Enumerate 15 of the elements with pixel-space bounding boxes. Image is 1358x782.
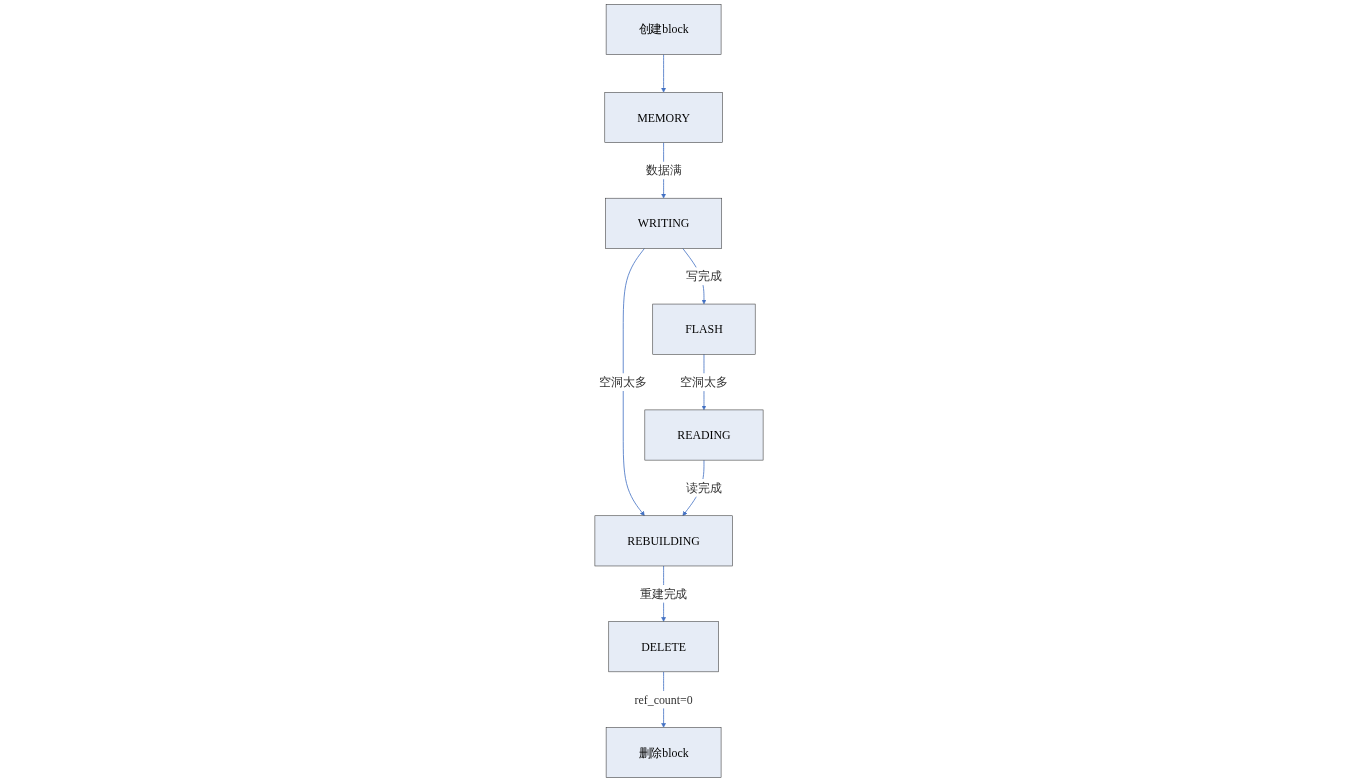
edge-label: 重建完成 bbox=[639, 587, 688, 601]
node-box: REBUILDING bbox=[594, 515, 733, 567]
edge-label: 空洞太多 bbox=[599, 375, 647, 389]
edge-label: 空洞太多 bbox=[680, 375, 728, 389]
node-box: READING bbox=[644, 409, 764, 461]
edge-label: 读完成 bbox=[686, 481, 722, 495]
node-box: WRITING bbox=[605, 197, 722, 249]
edge-label: ref_count=0 bbox=[634, 692, 693, 707]
edge-label: 写完成 bbox=[686, 269, 722, 283]
node-box: MEMORY bbox=[604, 92, 723, 143]
node-box: 删除block bbox=[605, 727, 722, 778]
node-box: FLASH bbox=[652, 303, 756, 355]
node-box: DELETE bbox=[608, 621, 719, 673]
edge-label: 数据满 bbox=[645, 163, 682, 178]
node-box: 创建block bbox=[605, 4, 722, 55]
